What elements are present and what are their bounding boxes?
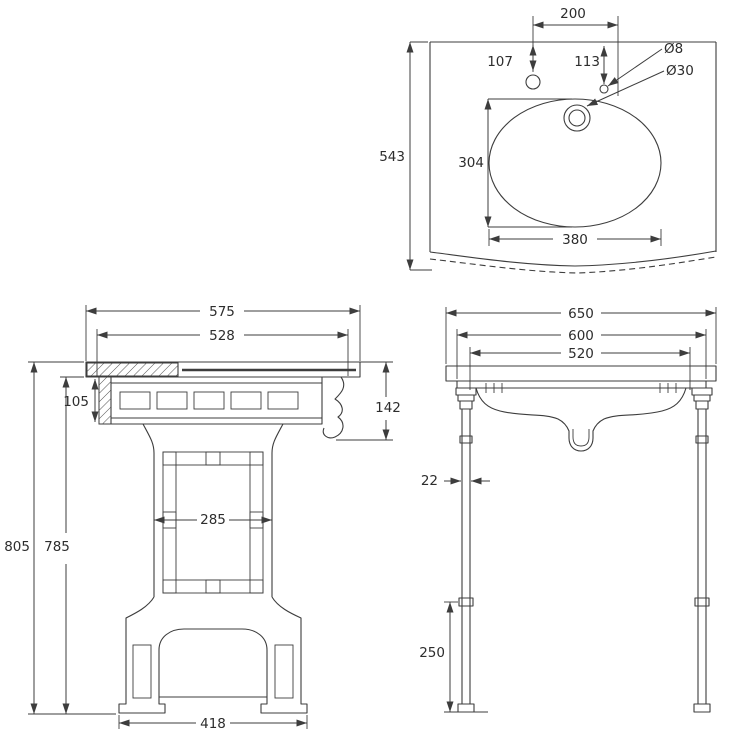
- dimension-418: 418: [118, 715, 308, 732]
- dim-label-543: 543: [379, 149, 405, 165]
- apron-body: [110, 376, 323, 425]
- right-leg-slot: [274, 644, 294, 699]
- basin-plan-outline: [429, 41, 717, 252]
- dimension-600: 600: [456, 328, 707, 379]
- dim-label-528: 528: [209, 328, 235, 344]
- apron-section-hatch: [98, 376, 112, 425]
- basin-front-edge: [429, 250, 717, 267]
- basin-front-edge-hidden: [429, 256, 717, 274]
- dimension-520: 520: [469, 346, 691, 390]
- dimension-142: 142: [336, 361, 401, 441]
- dimension-543: 543: [379, 41, 432, 271]
- dimension-105: 105: [63, 379, 99, 422]
- overflow-hole-outer: [563, 104, 591, 132]
- dimension-200: 200: [532, 6, 619, 96]
- dimension-528: 528: [96, 328, 349, 376]
- dim-label-113: 113: [574, 54, 600, 70]
- waste-trap-inner: [572, 429, 590, 447]
- dimension-785: 785: [44, 376, 84, 714]
- dim-label-575: 575: [209, 304, 235, 320]
- dimension-380: 380: [488, 229, 662, 248]
- stand-slab: [445, 365, 717, 382]
- dimension-285: 285: [154, 512, 272, 528]
- dimension-22: 22: [421, 473, 490, 489]
- left-leg: [455, 387, 477, 713]
- dimension-805: 805: [4, 361, 116, 715]
- bowl-outline: [488, 98, 662, 228]
- dim-label-380: 380: [562, 232, 588, 248]
- dim-label-22: 22: [421, 473, 438, 489]
- dimension-650: 650: [445, 306, 717, 364]
- stand-view: 650 600 520: [419, 306, 717, 713]
- dimension-304: 304: [458, 98, 572, 228]
- dim-label-107: 107: [487, 54, 513, 70]
- dim-label-418: 418: [200, 716, 226, 732]
- dim-label-785: 785: [44, 539, 70, 555]
- dim-label-142: 142: [375, 400, 401, 416]
- dim-label-600: 600: [568, 328, 594, 344]
- dimension-113: 113: [574, 46, 608, 84]
- dim-label-650: 650: [568, 306, 594, 322]
- dim-label-285: 285: [200, 512, 226, 528]
- dimension-250: 250: [419, 601, 488, 713]
- leader-dia-30: Ø30: [586, 63, 694, 107]
- dim-label-105: 105: [63, 394, 89, 410]
- dim-label-304: 304: [458, 155, 484, 171]
- slab-section-hatch: [86, 362, 179, 377]
- dim-label-520: 520: [568, 346, 594, 362]
- stand-top-rail: [456, 380, 707, 389]
- overflow-hole-inner: [568, 109, 586, 127]
- dimension-107: 107: [487, 45, 537, 71]
- left-leg-slot: [132, 644, 152, 699]
- pedestal-base: [118, 596, 308, 714]
- tap-hole: [525, 74, 541, 90]
- apron-panels: [119, 391, 299, 410]
- plan-view: 200 107 113 Ø8 Ø30 543: [379, 6, 717, 274]
- fixing-hole: [599, 84, 609, 94]
- dim-label-200: 200: [560, 6, 586, 22]
- rail-hatch-ticks: [485, 383, 677, 393]
- leader-dia-8: Ø8: [607, 41, 683, 87]
- pedestal-sides: [142, 423, 284, 597]
- front-view: 575 528 105: [4, 304, 401, 732]
- dim-label-250: 250: [419, 645, 445, 661]
- dim-label-805: 805: [4, 539, 30, 555]
- dim-label-dia8: Ø8: [664, 41, 683, 57]
- dim-label-dia30: Ø30: [666, 63, 694, 79]
- right-leg: [691, 387, 713, 713]
- dimension-575: 575: [85, 304, 361, 361]
- apron-corbel: [322, 376, 345, 439]
- stand-apron: [475, 387, 687, 452]
